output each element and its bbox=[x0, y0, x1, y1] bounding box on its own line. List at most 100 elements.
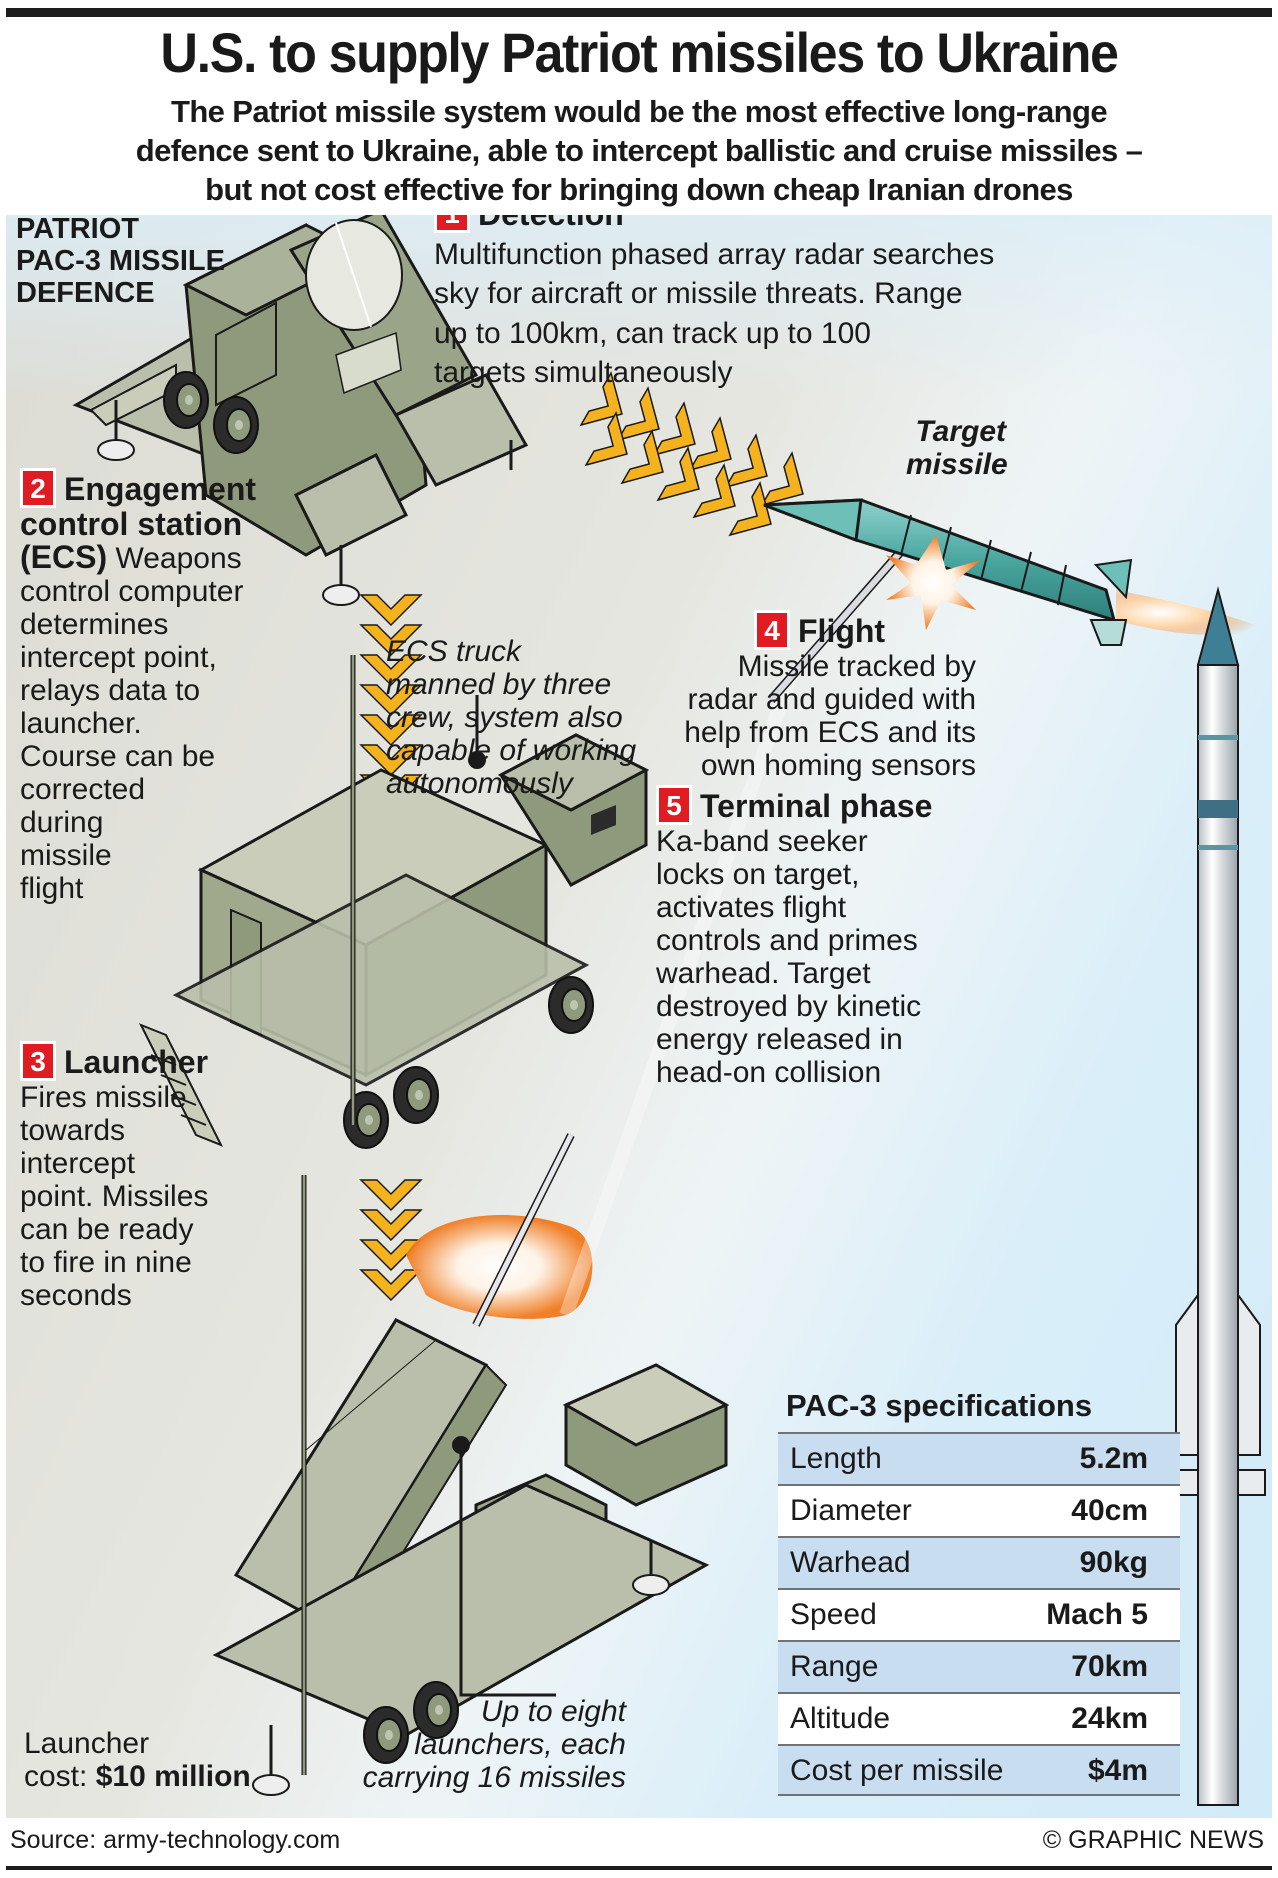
step-text-line: Missile tracked by bbox=[737, 650, 976, 683]
target-missile-illustration bbox=[763, 498, 1266, 646]
step-text-line: can be ready bbox=[20, 1213, 194, 1246]
system-label-line: DEFENCE bbox=[16, 277, 155, 309]
step-title: Flight bbox=[798, 613, 886, 649]
step-text-line: warhead. Target bbox=[656, 957, 871, 990]
signal-chevrons-to-launcher bbox=[360, 1179, 422, 1301]
infographic-panel: PATRIOT PAC-3 MISSILE DEFENCE 1 Detection… bbox=[6, 215, 1272, 1818]
step-text-line: relays data to bbox=[20, 674, 201, 707]
spec-value: Mach 5 bbox=[1046, 1598, 1148, 1631]
step-text-line: Multifunction phased array radar searche… bbox=[434, 237, 995, 271]
step-title: Launcher bbox=[64, 1044, 209, 1080]
step-text-line: help from ECS and its bbox=[684, 716, 976, 749]
step-title: Engagement bbox=[64, 471, 257, 507]
step-title: Detection bbox=[478, 215, 624, 232]
step-text-line: own homing sensors bbox=[700, 749, 976, 782]
step-text-line: control computer bbox=[20, 575, 244, 608]
page-title: U.S. to supply Patriot missiles to Ukrai… bbox=[160, 21, 1119, 84]
spec-label: Diameter bbox=[790, 1494, 912, 1527]
publisher-credit: © GRAPHIC NEWS bbox=[1042, 1826, 1264, 1854]
step-title: control station bbox=[20, 506, 243, 542]
step-detection: 1 Detection Multifunction phased array ra… bbox=[434, 215, 994, 393]
step-number-badge: 4 bbox=[754, 610, 790, 650]
annotation-line: autonomously bbox=[386, 767, 573, 800]
subtitle: The Patriot missile system would be the … bbox=[20, 92, 1258, 209]
annotation-line: capable of working bbox=[386, 734, 637, 767]
step-number-badge: 3 bbox=[20, 1041, 56, 1081]
step-text-line: launcher. bbox=[20, 707, 142, 740]
step-text-line: locks on target, bbox=[656, 858, 860, 891]
step-text-line: energy released in bbox=[656, 1023, 903, 1056]
step-text-line: targets simultaneously bbox=[434, 356, 733, 389]
spec-label: Speed bbox=[790, 1598, 877, 1631]
step-text-line: to fire in nine bbox=[20, 1246, 192, 1279]
step-text-line: sky for aircraft or missile threats. Ran… bbox=[434, 277, 963, 310]
step-text-line: missile bbox=[20, 839, 112, 872]
step-number-badge: 5 bbox=[656, 785, 692, 825]
launcher-cost-prefix: cost: bbox=[24, 1760, 88, 1793]
step-text-line: up to 100km, can track up to 100 bbox=[434, 316, 871, 350]
spec-label: Range bbox=[790, 1650, 879, 1683]
spec-label: Altitude bbox=[790, 1702, 891, 1735]
spec-value: 70km bbox=[1071, 1650, 1148, 1683]
target-missile-label: Target missile bbox=[906, 415, 1008, 481]
spec-value: 5.2m bbox=[1079, 1442, 1148, 1475]
step-text-line: radar and guided with bbox=[687, 683, 976, 716]
ecs-truck-annotation: ECS truck manned by three crew, system a… bbox=[386, 635, 636, 800]
step-text-line: Ka-band seeker bbox=[656, 825, 868, 858]
subtitle-line: defence sent to Ukraine, able to interce… bbox=[135, 133, 1143, 168]
bottom-rule bbox=[6, 1866, 1272, 1870]
source-credit: Source: army-technology.com bbox=[10, 1826, 341, 1854]
step-text-line: Course can be bbox=[20, 740, 216, 773]
step-text-line: controls and primes bbox=[656, 924, 918, 957]
step-number-badge: 2 bbox=[20, 468, 56, 508]
spec-label: Cost per missile bbox=[790, 1754, 1004, 1787]
step-text-line: corrected bbox=[20, 773, 146, 806]
step-title: Terminal phase bbox=[700, 788, 933, 824]
top-rule bbox=[6, 8, 1272, 17]
launcher-cost: Launcher cost: $10 million bbox=[24, 1727, 251, 1793]
step-text-line: intercept point, bbox=[20, 641, 217, 674]
step-text-line: activates flight bbox=[656, 891, 847, 924]
spec-row: Cost per missile $4m bbox=[778, 1744, 1180, 1796]
step-text-line: seconds bbox=[20, 1279, 132, 1312]
radar-trailer-illustration bbox=[72, 215, 529, 606]
launcher-cost-value: $10 million bbox=[95, 1760, 251, 1793]
spec-row: Altitude 24km bbox=[778, 1692, 1180, 1744]
spec-label: Length bbox=[790, 1442, 882, 1475]
pac3-missile-illustration bbox=[1170, 586, 1266, 1806]
step-text-line: head-on collision bbox=[656, 1056, 882, 1089]
label-line: Target bbox=[915, 415, 1006, 448]
step-text-line: towards bbox=[20, 1114, 126, 1147]
spec-value: 40cm bbox=[1071, 1494, 1148, 1527]
spec-value: 24km bbox=[1071, 1702, 1148, 1735]
system-label-line: PATRIOT bbox=[16, 215, 139, 245]
illustration bbox=[72, 215, 1266, 1806]
signal-chevrons-to-target bbox=[580, 372, 819, 551]
step-number-badge: 1 bbox=[434, 215, 470, 233]
step-text-line: flight bbox=[20, 872, 84, 905]
ecs-truck-illustration bbox=[138, 655, 650, 1149]
subtitle-line: The Patriot missile system would be the … bbox=[170, 94, 1108, 129]
spec-row: Range 70km bbox=[778, 1640, 1180, 1692]
system-label: PATRIOT PAC-3 MISSILE DEFENCE bbox=[16, 215, 225, 309]
label-line: missile bbox=[906, 448, 1008, 481]
annotation-line: manned by three bbox=[386, 668, 612, 701]
annotation-line: carrying 16 missiles bbox=[362, 1761, 626, 1794]
spec-value: $4m bbox=[1087, 1754, 1148, 1787]
spec-row: Speed Mach 5 bbox=[778, 1588, 1180, 1640]
annotation-line: ECS truck bbox=[386, 635, 522, 668]
launcher-cost-label: Launcher bbox=[24, 1727, 150, 1760]
step-text-line: point. Missiles bbox=[20, 1180, 209, 1213]
system-label-line: PAC-3 MISSILE bbox=[16, 245, 225, 277]
spec-value: 90kg bbox=[1079, 1546, 1148, 1579]
subtitle-line: but not cost effective for bringing down… bbox=[205, 172, 1073, 207]
step-text-line: Fires missile bbox=[20, 1081, 187, 1114]
step-text-line: during bbox=[20, 806, 104, 839]
annotation-line: crew, system also bbox=[386, 701, 623, 734]
step-text-line: destroyed by kinetic bbox=[656, 990, 922, 1023]
step-title-inline: (ECS) bbox=[20, 539, 108, 575]
